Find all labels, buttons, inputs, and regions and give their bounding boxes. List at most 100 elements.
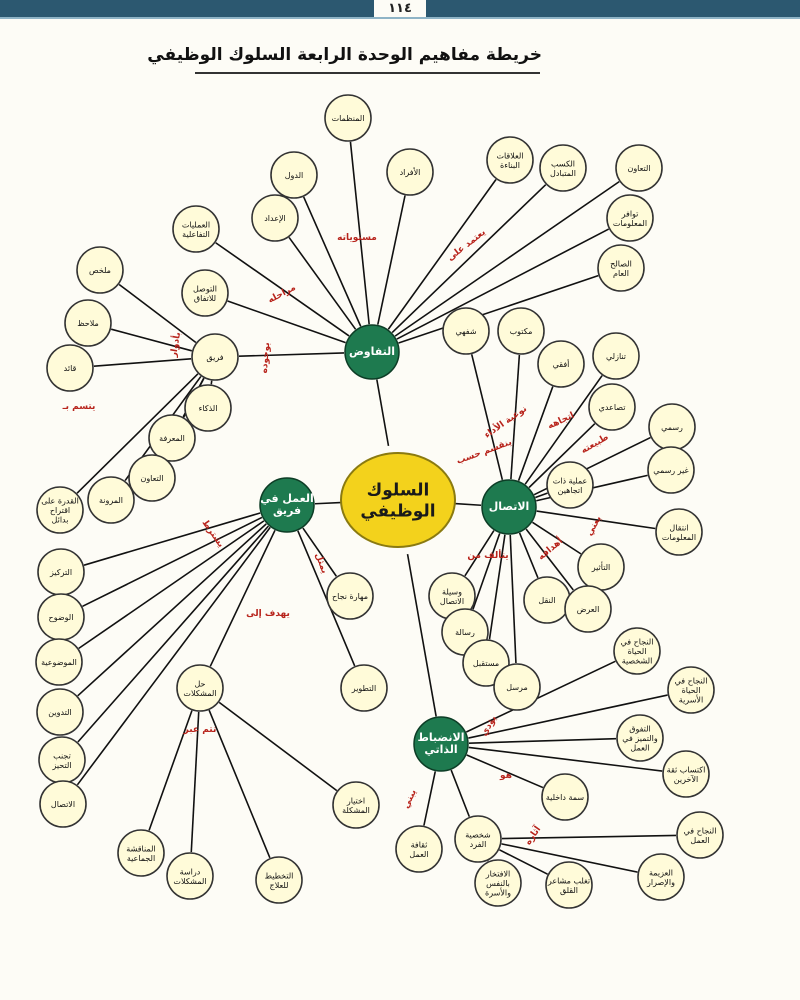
leaf-circle	[667, 666, 715, 714]
node-label-line: المشكلات	[183, 689, 216, 698]
edge-center-h_selfdiscipline	[406, 554, 437, 717]
node-label-line: الصالح	[610, 259, 632, 268]
edge-label-aims: يهدف إلى	[246, 609, 290, 619]
edge-label-consists: يتألف من	[467, 549, 508, 561]
node-label-line: القدرة على	[41, 497, 79, 506]
node-label: المنظمات	[332, 114, 365, 123]
edge-n_team-n_suggest	[76, 373, 199, 494]
edge-h_communication-n_written	[510, 354, 521, 480]
edge-n_personality-n_overcome	[499, 849, 548, 875]
node-n-intel: الذكاء	[184, 384, 232, 432]
node-label-line: الافتخار	[485, 870, 511, 879]
node-label-line: انتقال	[669, 523, 688, 532]
node-label: أفقي	[553, 359, 570, 369]
node-n-coop: التعاون	[615, 144, 663, 192]
node-label-line: النجاح في	[684, 826, 717, 835]
edge-label-leads: يؤدي	[479, 714, 499, 738]
node-label: تنازلي	[606, 352, 626, 361]
node-label-line: الدول	[285, 171, 304, 180]
node-label: الاتصال	[51, 800, 75, 809]
edge-label-its: هو	[499, 771, 512, 781]
leaf-circle	[87, 476, 135, 524]
node-n-leader: قائد	[46, 344, 94, 392]
node-label: تصاعدي	[599, 403, 626, 412]
edge-h_teamwork-n_notes	[77, 523, 267, 697]
node-label-line: بالنفس	[486, 879, 510, 888]
leaf-circle	[117, 829, 165, 877]
edge-h_teamwork-n_clarity	[82, 516, 263, 608]
node-label: الأفراد	[400, 167, 421, 177]
node-label-line: التفاوض	[349, 345, 395, 358]
node-label: مرسل	[506, 683, 527, 692]
edge-h_communication-n_display	[525, 528, 574, 591]
edge-h_communication-n_horizontal	[517, 386, 554, 481]
node-n-develop: التطوير	[340, 664, 388, 712]
leaf-circle	[537, 340, 585, 388]
edge-label-traits: يتسم بـ	[62, 402, 96, 412]
hub-circle	[481, 479, 537, 535]
node-label-line: الوظيفي	[360, 502, 435, 522]
edge-h_communication-n_impact	[532, 521, 582, 555]
leaf-circle	[597, 244, 645, 292]
node-label-line: شخصية	[465, 830, 491, 839]
leaf-circle	[588, 383, 636, 431]
page-title: خريطة مفاهيم الوحدة الرابعة السلوك الوظي…	[147, 45, 542, 65]
node-n-observer: ملاحظ	[64, 299, 112, 347]
node-n-formal: رسمي	[648, 403, 696, 451]
node-label-line: العرض	[577, 605, 600, 614]
edge-h_negotiation-n_agreement	[227, 300, 346, 344]
edge-label-divides: ينقسم حسب	[455, 437, 513, 466]
node-label-line: العمل في	[260, 492, 313, 505]
leaf-circle	[191, 333, 239, 381]
leaf-circle	[616, 714, 664, 762]
node-label-line: مهارة نجاح	[332, 592, 368, 601]
edge-h_negotiation-n_orgs	[349, 141, 370, 325]
node-label: المعرفة	[159, 434, 185, 443]
node-label-line: بدائل	[52, 516, 69, 525]
node-label-line: اقتراح	[50, 506, 70, 515]
edge-label-depends: يعتمد على	[446, 227, 488, 263]
leaf-circle	[655, 508, 703, 556]
leaf-circle	[36, 486, 84, 534]
node-label-line: والأسرة	[485, 888, 511, 898]
leaf-circle	[442, 307, 490, 355]
node-label: مهارة نجاح	[332, 592, 368, 601]
leaf-circle	[539, 144, 587, 192]
node-label-line: الوضوح	[49, 613, 74, 622]
node-label-line: العلاقات	[496, 151, 523, 160]
edge-h_selfdiscipline-n_excel	[468, 737, 617, 744]
node-label: ملخص	[89, 266, 111, 275]
node-label-line: النجاح في	[675, 677, 708, 686]
edge-n_personality-n_success_work	[501, 834, 677, 840]
node-label: التعاون	[140, 474, 163, 483]
edge-h_teamwork-n_develop	[297, 530, 356, 667]
edge-label-nature: طبيعته	[579, 432, 610, 456]
node-label-line: الإعداد	[264, 214, 286, 224]
edge-label-parts: بوجوده	[260, 342, 273, 374]
edge-h_negotiation-n_info	[396, 228, 610, 340]
node-label: فريق	[206, 353, 223, 362]
edge-n_problem-n_choose	[218, 701, 338, 792]
node-n-objectivity: الموضوعية	[35, 638, 83, 686]
node-label-line: والتميز في	[622, 734, 658, 743]
node-label-line: الجماعية	[127, 854, 155, 863]
node-label-line: الانضباط	[418, 731, 465, 744]
leaf-circle	[255, 856, 303, 904]
